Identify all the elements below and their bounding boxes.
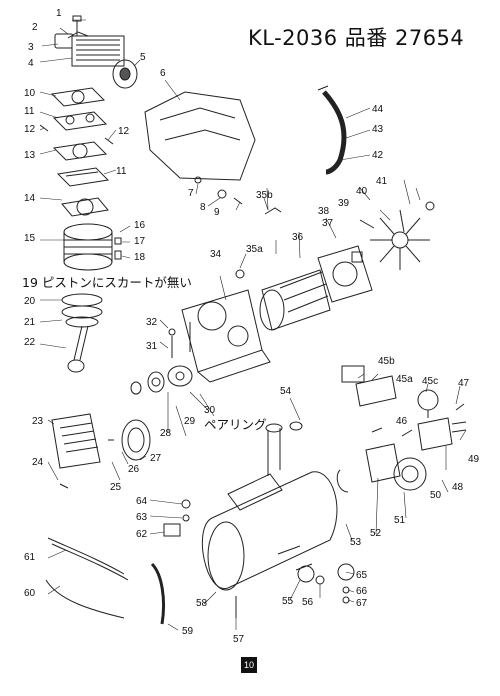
callout-12a: 12 xyxy=(24,124,36,135)
air-tank xyxy=(201,421,338,591)
callout-30: 30 xyxy=(204,405,216,416)
callout-46: 46 xyxy=(396,416,408,427)
gasket-stack xyxy=(39,87,114,217)
shroud-group xyxy=(144,91,256,205)
callout-24: 24 xyxy=(32,457,44,468)
callout-5: 5 xyxy=(140,52,146,63)
callout-31: 31 xyxy=(146,341,158,352)
callout-58: 58 xyxy=(196,598,208,609)
cylinder-group xyxy=(63,223,122,271)
callout-61: 61 xyxy=(24,552,36,563)
callout-54: 54 xyxy=(280,386,292,397)
page-number: 10 xyxy=(241,657,257,673)
crankcase-group xyxy=(181,289,271,383)
callout-52: 52 xyxy=(370,528,382,539)
callout-10: 10 xyxy=(24,88,36,99)
valves-group xyxy=(163,499,355,618)
callout-60: 60 xyxy=(24,588,36,599)
callout-40: 40 xyxy=(356,186,368,197)
callout-23: 23 xyxy=(32,416,44,427)
callout-56: 56 xyxy=(302,597,314,608)
callout-17: 17 xyxy=(134,236,146,247)
callout-6: 6 xyxy=(160,68,166,79)
callout-3: 3 xyxy=(28,42,34,53)
callout-50: 50 xyxy=(430,490,442,501)
callout-48: 48 xyxy=(452,482,464,493)
callout-25: 25 xyxy=(110,482,122,493)
callout-64: 64 xyxy=(136,496,148,507)
callout-18: 18 xyxy=(134,252,146,263)
callout-45a: 45a xyxy=(396,374,413,385)
callout-66: 66 xyxy=(356,586,368,597)
callout-59: 59 xyxy=(182,626,194,637)
callout-21: 21 xyxy=(24,317,36,328)
callout-29: 29 xyxy=(184,416,196,427)
cooling-fan-group xyxy=(51,413,151,489)
callout-28: 28 xyxy=(160,428,172,439)
callout-42: 42 xyxy=(372,150,384,161)
bearing-note: ペアリング xyxy=(204,417,267,432)
callout-35a: 35a xyxy=(246,244,263,255)
callout-51: 51 xyxy=(394,515,406,526)
callout-41: 41 xyxy=(376,176,388,187)
leader-lines xyxy=(39,19,467,631)
callout-53: 53 xyxy=(350,537,362,548)
callout-16: 16 xyxy=(134,220,146,231)
callout-44: 44 xyxy=(372,104,384,115)
callout-36: 36 xyxy=(292,232,304,243)
callout-2: 2 xyxy=(32,22,38,33)
callout-49: 49 xyxy=(468,454,480,465)
callout-11b: 11 xyxy=(116,166,127,177)
callout-9: 9 xyxy=(214,207,220,218)
callout-45c: 45c xyxy=(422,376,438,387)
fan-blade-group xyxy=(359,201,435,270)
cylinder-head-group xyxy=(54,15,138,89)
callout-8: 8 xyxy=(200,202,206,213)
callout-55: 55 xyxy=(282,596,294,607)
callout-13: 13 xyxy=(24,150,36,161)
callout-43: 43 xyxy=(372,124,384,135)
callout-22: 22 xyxy=(24,337,36,348)
callout-11a: 11 xyxy=(24,106,35,117)
crank-group xyxy=(130,328,193,395)
pressure-switch-group xyxy=(336,365,467,493)
callout-32: 32 xyxy=(146,317,158,328)
callout-15: 15 xyxy=(24,233,36,244)
callout-12b: 12 xyxy=(118,126,130,137)
callout-37: 37 xyxy=(322,218,334,229)
callout-38: 38 xyxy=(318,206,330,217)
callout-39: 39 xyxy=(338,198,350,209)
callout-27: 27 xyxy=(150,453,162,464)
piston-note: 19 ピストンにスカートが無い xyxy=(22,275,192,290)
callout-47: 47 xyxy=(458,378,470,389)
hose-group xyxy=(317,85,347,175)
callout-57: 57 xyxy=(233,634,245,645)
callout-35b: 35b xyxy=(256,190,273,201)
motor-group xyxy=(235,207,373,331)
piston-rod-group xyxy=(61,293,103,373)
callout-20: 20 xyxy=(24,296,36,307)
callout-34: 34 xyxy=(210,249,222,260)
callout-67: 67 xyxy=(356,598,368,609)
callout-65: 65 xyxy=(356,570,368,581)
callout-63: 63 xyxy=(136,512,148,523)
callout-62: 62 xyxy=(136,529,148,540)
callout-26: 26 xyxy=(128,464,140,475)
callout-7: 7 xyxy=(188,188,194,199)
callout-1: 1 xyxy=(56,8,62,19)
callout-4: 4 xyxy=(28,58,34,69)
callout-14: 14 xyxy=(24,193,36,204)
diagram-title: KL-2036 品番 27654 xyxy=(248,26,465,50)
callout-45b: 45b xyxy=(378,356,395,367)
callout-labels: 1 2 3 4 5 6 7 8 9 10 11 11 12 12 13 14 1… xyxy=(24,8,480,645)
cables-group xyxy=(45,537,166,625)
